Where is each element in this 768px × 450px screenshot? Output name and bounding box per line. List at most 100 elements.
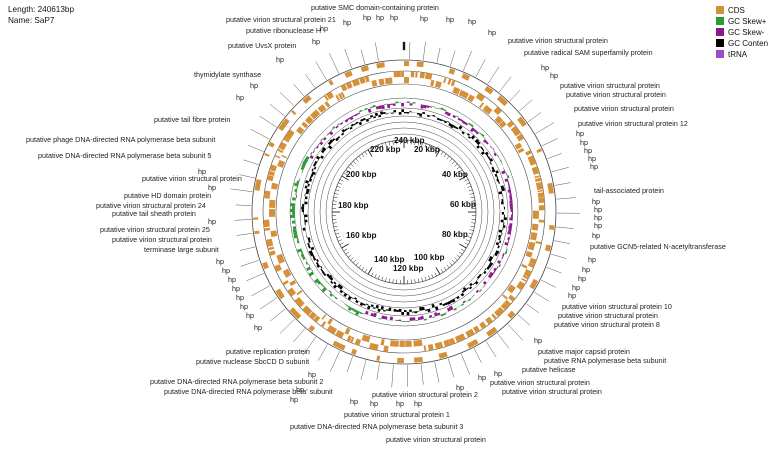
- gc-skew-bar: [301, 172, 303, 176]
- gc-content-bar: [458, 294, 461, 296]
- gc-content-bar: [302, 203, 305, 207]
- gc-content-bar: [409, 309, 412, 312]
- gc-content-bar: [437, 305, 440, 307]
- hp-label: hp: [550, 71, 558, 80]
- cds-block: [413, 339, 423, 347]
- gc-content-bar: [480, 151, 485, 156]
- cds-block: [267, 246, 275, 251]
- leader-line: [420, 364, 424, 385]
- cds-block: [419, 71, 426, 79]
- gc-skew-bar: [506, 245, 508, 249]
- scale-tick: [417, 141, 420, 146]
- gc-content-bar: [343, 292, 348, 298]
- cds-block: [317, 104, 327, 113]
- cds-block: [383, 345, 389, 353]
- leader-line: [534, 291, 550, 302]
- gc-content-bar: [488, 258, 492, 262]
- cds-block-outer: [548, 225, 555, 230]
- gc-skew-bar: [428, 315, 433, 318]
- scale-tick: [468, 189, 473, 192]
- gc-skew-bar: [375, 317, 379, 319]
- gc-skew-bar: [510, 209, 513, 212]
- gc-content-bar: [382, 309, 386, 312]
- kbp-label-240: 240 kbp: [394, 136, 425, 145]
- scale-tick: [470, 196, 475, 199]
- scale-tick: [454, 163, 458, 167]
- gc-skew-bar: [290, 203, 296, 207]
- scale-tick: [335, 232, 340, 235]
- cds-block-outer: [547, 182, 554, 194]
- gc-skew-bar: [493, 267, 497, 272]
- gc-skew-bar: [314, 278, 320, 284]
- scale-tick: [392, 279, 394, 284]
- gene-label-terminase: terminase large subunit: [144, 245, 219, 254]
- cds-block-outer: [529, 278, 539, 290]
- cds-block: [326, 91, 334, 100]
- gc-skew-bar: [417, 316, 422, 321]
- cds-block-outer: [484, 85, 494, 95]
- gc-content-bar: [304, 198, 306, 202]
- genome-name: Name: SaP7: [8, 16, 55, 25]
- leader-line: [391, 364, 394, 388]
- gc-content-bar: [327, 141, 332, 146]
- gc-content-bar: [419, 306, 423, 311]
- scale-tick: [469, 193, 474, 195]
- scale-tick: [458, 251, 463, 255]
- gc-content-bar: [382, 111, 386, 115]
- gc-skew-bar: [296, 186, 299, 190]
- gc-content-bar: [316, 258, 319, 262]
- gc-content-bar: [503, 214, 505, 218]
- scale-tick: [377, 144, 380, 149]
- gc-content-bar: [496, 176, 499, 179]
- hp-label: hp: [312, 37, 320, 46]
- cds-block: [504, 299, 512, 307]
- cds-block: [340, 83, 348, 92]
- cds-block: [371, 79, 378, 87]
- scale-tick: [470, 225, 475, 228]
- cds-block: [364, 75, 370, 83]
- gc-skew-bar: [395, 319, 399, 321]
- gc-skew-bar: [328, 290, 332, 294]
- gc-skew-bar: [339, 122, 344, 126]
- scale-tick: [371, 147, 374, 152]
- gc-content-bar: [333, 284, 338, 289]
- hp-label: hp: [236, 293, 244, 302]
- cds-block: [506, 120, 515, 128]
- gc-content-bar: [385, 309, 389, 311]
- cds-block-outer: [461, 73, 471, 81]
- gc-content-bar: [351, 297, 354, 300]
- gc-skew-bar: [293, 182, 299, 187]
- cds-block: [535, 241, 542, 245]
- leader-line: [450, 50, 456, 67]
- scale-tick: [367, 149, 373, 157]
- cds-block: [535, 181, 544, 190]
- legend-swatch-gc-content: [716, 39, 724, 47]
- scale-tick: [347, 166, 352, 170]
- gc-content-bar: [431, 303, 435, 308]
- hp-label: hp: [588, 255, 596, 264]
- hp-label: hp: [308, 370, 316, 379]
- gc-skew-bar: [452, 114, 457, 119]
- gc-skew-bar: [507, 181, 510, 185]
- gc-skew-bar: [370, 313, 374, 317]
- gc-content-bar: [448, 122, 452, 127]
- cds-block: [454, 333, 466, 343]
- hp-label: hp: [420, 14, 428, 23]
- leader-line: [243, 159, 259, 165]
- gc-skew-bar: [305, 261, 309, 265]
- cds-block-outer: [351, 348, 358, 355]
- cds-block-outer: [308, 324, 316, 332]
- gc-content-bar: [495, 170, 499, 174]
- cds-block: [384, 77, 393, 85]
- gc-content-bar: [472, 282, 476, 286]
- gc-content-bar: [503, 206, 506, 210]
- leader-line: [527, 112, 542, 123]
- scale-tick: [371, 272, 374, 277]
- scale-tick: [467, 236, 472, 239]
- gc-skew-bar: [493, 152, 497, 157]
- cds-block: [271, 182, 279, 190]
- gc-content-bar: [314, 160, 318, 165]
- gc-content-bar: [316, 264, 321, 268]
- gc-skew-bar: [312, 150, 315, 154]
- cds-block: [458, 89, 470, 99]
